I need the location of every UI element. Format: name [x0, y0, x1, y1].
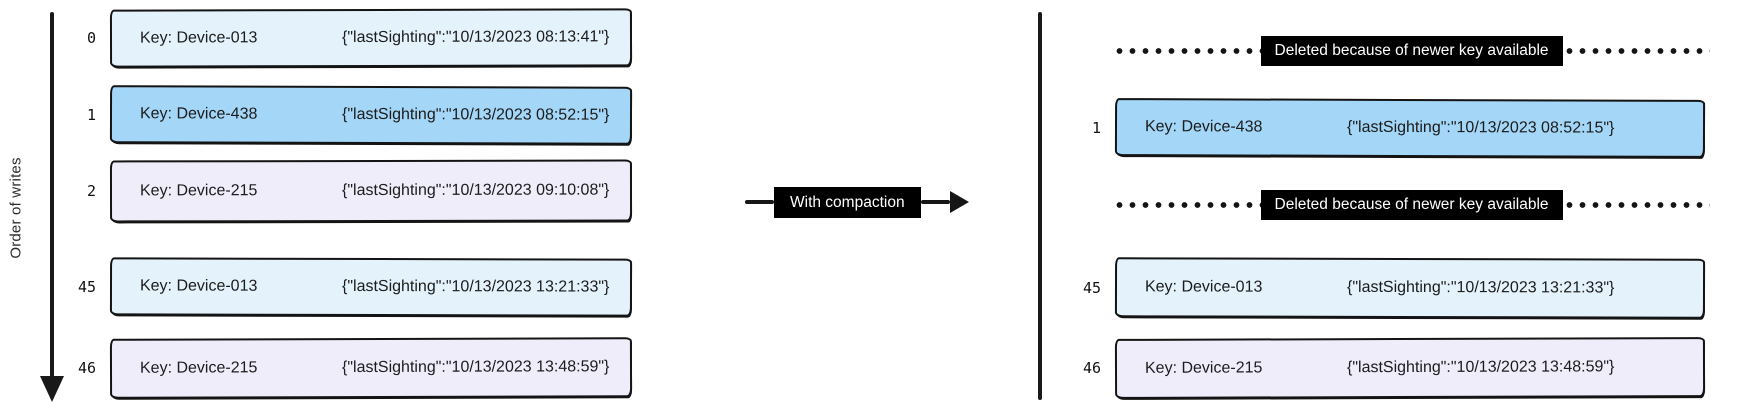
record-value: {"lastSighting":"10/13/2023 08:52:15"}: [1346, 118, 1615, 137]
record-offset: 45: [1082, 279, 1101, 297]
arrow-tail-line: [745, 200, 774, 204]
record-box: Key: Device-013 {"lastSighting":"10/13/2…: [1114, 257, 1706, 319]
record-key: Key: Device-438: [1144, 118, 1263, 136]
log-record: 45 Key: Device-013 {"lastSighting":"10/1…: [62, 257, 633, 317]
record-key: Key: Device-013: [139, 277, 258, 295]
record-offset: 1: [86, 106, 96, 124]
record-offset: 46: [77, 359, 96, 377]
right-log-partition-line: [1038, 12, 1042, 400]
deleted-marker-row: Deleted because of newer key available: [1113, 36, 1711, 66]
record-offset: 0: [86, 29, 96, 47]
log-record: 46 Key: Device-215 {"lastSighting":"10/1…: [62, 337, 633, 399]
deleted-badge: Deleted because of newer key available: [1260, 190, 1563, 220]
log-record: 2 Key: Device-215 {"lastSighting":"10/13…: [62, 159, 633, 223]
record-value: {"lastSighting":"10/13/2023 08:13:41"}: [341, 28, 610, 47]
record-offset: 45: [77, 278, 96, 296]
dotted-line-left: [1113, 201, 1261, 209]
dotted-line-right: [1562, 201, 1711, 209]
dotted-line-right: [1562, 47, 1711, 55]
deleted-badge: Deleted because of newer key available: [1260, 36, 1563, 66]
record-offset: 1: [1091, 119, 1101, 137]
log-record: 46 Key: Device-215 {"lastSighting":"10/1…: [1067, 337, 1706, 399]
record-value: {"lastSighting":"10/13/2023 13:21:33"}: [1346, 278, 1615, 297]
dotted-line-left: [1113, 47, 1261, 55]
order-of-writes-arrow-head-icon: [40, 376, 64, 402]
order-of-writes-label: Order of writes: [7, 157, 25, 259]
order-of-writes-arrow-line: [50, 12, 54, 378]
record-key: Key: Device-013: [139, 29, 258, 47]
record-offset: 46: [1082, 359, 1101, 377]
deleted-marker-row: Deleted because of newer key available: [1113, 190, 1711, 220]
arrow-head-icon: [949, 191, 969, 213]
log-record: 1 Key: Device-438 {"lastSighting":"10/13…: [1067, 98, 1706, 158]
record-key: Key: Device-215: [139, 182, 258, 200]
record-value: {"lastSighting":"10/13/2023 13:48:59"}: [341, 358, 610, 377]
record-value: {"lastSighting":"10/13/2023 13:21:33"}: [341, 277, 610, 296]
record-key: Key: Device-438: [139, 105, 258, 123]
arrow-head-line: [920, 200, 950, 204]
record-value: {"lastSighting":"10/13/2023 13:48:59"}: [1346, 358, 1615, 377]
record-box: Key: Device-013 {"lastSighting":"10/13/2…: [109, 257, 633, 317]
log-record: 1 Key: Device-438 {"lastSighting":"10/13…: [62, 85, 633, 145]
record-key: Key: Device-215: [139, 359, 258, 377]
record-box: Key: Device-215 {"lastSighting":"10/13/2…: [109, 159, 633, 223]
record-box: Key: Device-215 {"lastSighting":"10/13/2…: [1114, 337, 1706, 399]
record-box: Key: Device-438 {"lastSighting":"10/13/2…: [109, 85, 633, 145]
record-box: Key: Device-438 {"lastSighting":"10/13/2…: [1114, 98, 1706, 158]
log-record: 45 Key: Device-013 {"lastSighting":"10/1…: [1067, 257, 1706, 319]
record-key: Key: Device-215: [1144, 359, 1263, 377]
record-box: Key: Device-215 {"lastSighting":"10/13/2…: [109, 337, 633, 399]
record-box: Key: Device-013 {"lastSighting":"10/13/2…: [109, 8, 633, 68]
record-value: {"lastSighting":"10/13/2023 08:52:15"}: [341, 105, 610, 124]
record-key: Key: Device-013: [1144, 278, 1263, 296]
with-compaction-badge: With compaction: [774, 186, 921, 218]
record-offset: 2: [86, 182, 96, 200]
compaction-arrow: With compaction: [745, 186, 969, 218]
record-value: {"lastSighting":"10/13/2023 09:10:08"}: [341, 181, 610, 200]
log-record: 0 Key: Device-013 {"lastSighting":"10/13…: [62, 8, 633, 68]
